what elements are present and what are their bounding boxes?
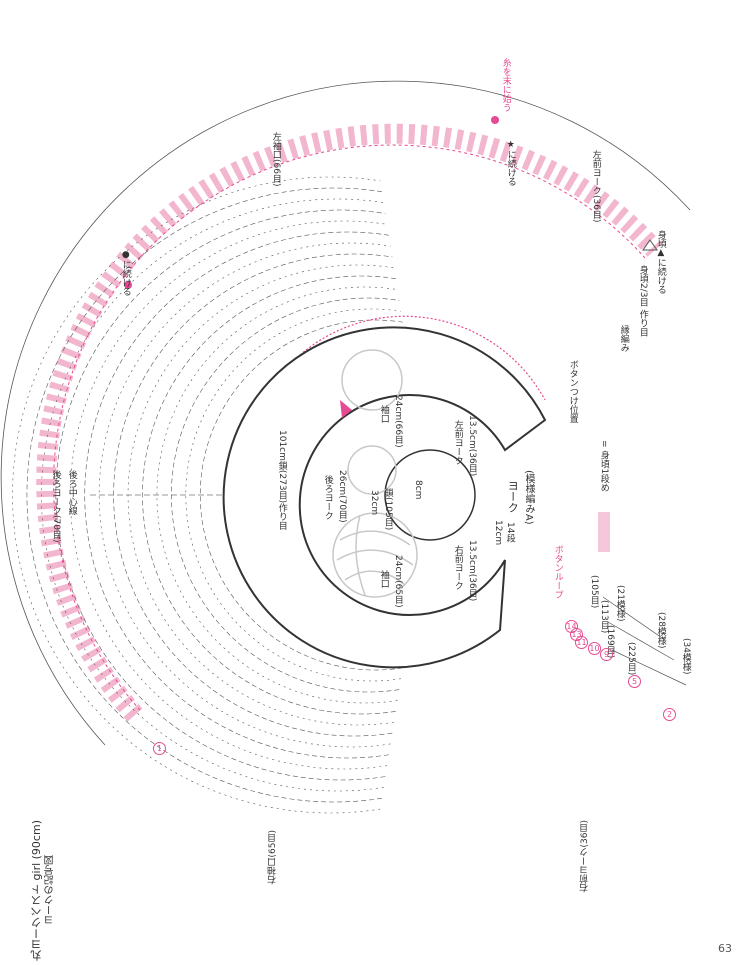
schematic-neck-count: 鎖(105目) [382,488,393,531]
schematic-left-front: 左前ヨーク [452,420,463,465]
schematic-back-yoke: 後ろヨーク [322,475,333,520]
title-line1: 丸ヨークベスト girl (90cm) [30,820,43,961]
schematic-height-size: 12cm [492,520,503,546]
count-113: (113目) [598,600,609,634]
back-center-label: 後ろ中心線 [66,470,77,515]
schematic-back-yoke-size: 26cm(70目) [336,470,347,523]
right-armhole-label: 右袖口(65目) [268,830,278,885]
round-marker: 10 [588,642,601,655]
schematic-sleeve-top-size: 24cm(66目) [392,395,403,448]
count-105: (105目) [588,575,599,609]
schematic-neck: 32cm [368,490,379,516]
schematic-sleeve-bottom-size: 24cm(65目) [392,555,403,608]
outer-dimension-arc [0,80,691,746]
join-star-label: ★に続ける [505,140,516,186]
round-marker: 1 [153,742,166,755]
body-pick-label: 身頃2/3目 作り目 [637,265,648,337]
back-yoke-label: 後ろヨーク(70目) [50,470,61,543]
stitch-ring [26,187,383,803]
stitch-ring [156,286,398,704]
schematic-title: ヨーク [506,480,520,513]
yoke-schematic-outline [222,326,547,669]
yarn-ball-graphic [332,349,418,598]
schematic-right-front: 右前ヨーク [452,545,463,590]
pattern-34: (34模様) [680,638,691,675]
count-225: (225目) [625,642,636,676]
pattern-28: (28模様) [655,612,666,649]
stitch-ring [55,209,386,781]
round-marker: 5 [628,675,641,688]
schematic-sleeve-top: 袖口 [378,405,389,423]
count-169: (169目) [604,625,615,659]
edge-pink-band [36,123,663,722]
stitch-ring [142,275,396,715]
edge-knit-label: 縁編み [618,325,629,352]
join-triangle-label: 身頃▲に続ける [655,230,666,294]
pattern-count-brackets [602,596,687,686]
thread-trim-label: 糸を末に始う [500,58,511,112]
neck-circle [384,449,476,541]
round-marker: 2 [663,708,676,721]
schematic-rows: 14段 [504,522,515,543]
arrow-marker [340,400,352,418]
schematic-right-front-size: 13.5cm(36目) [466,540,477,602]
schematic-left-front-size: 13.5cm(36目) [466,415,477,477]
join-circle-marker [124,281,132,289]
schematic-subtitle: (模様編みA) [523,470,534,525]
legend-swatch [598,512,610,552]
join-circle-marker-top [491,116,499,124]
left-front-yoke-label: 左前ヨーク(36目) [590,150,601,223]
title-line2: ヨークの記号図 [45,855,56,925]
pattern-21: (21模様) [614,585,625,622]
right-front-yoke-label: 右前ヨーク(36目) [580,820,590,893]
stitch-ring [41,198,384,792]
join-circle-label: ●に続ける [120,250,131,296]
legend-text: = 身頃1段め [598,440,609,493]
schematic-center-size: 8cm [412,480,423,500]
round-marker: 9 [600,648,613,661]
button-loop-label: ボタンループ [552,545,563,599]
schematic-sleeve-bottom: 袖口 [378,570,389,588]
round-marker: 14 [565,620,578,633]
button-position-label: ボタンつけ位置 [567,360,578,423]
stitch-ring [12,176,381,814]
left-armhole-label: 左袖口(66目) [270,132,281,187]
page-number: 63 [718,942,732,955]
triangle-marker [642,239,658,251]
start-chain-label: 101cm鎖(273目)作り目 [276,430,287,531]
